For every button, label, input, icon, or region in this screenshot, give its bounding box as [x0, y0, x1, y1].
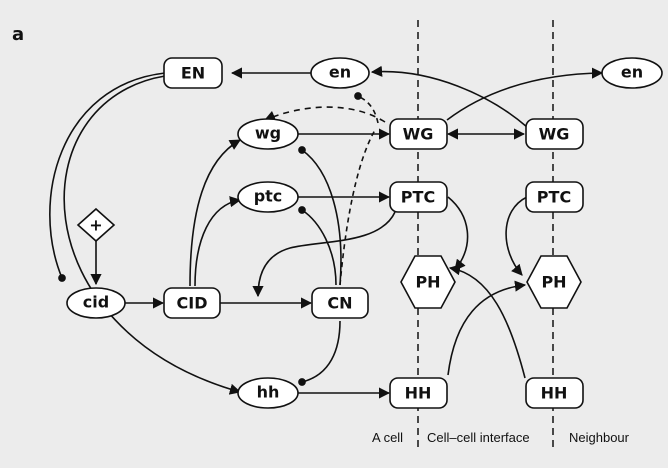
node-WG-cell: WG	[403, 125, 434, 144]
edge-CID-to-wg	[189, 139, 241, 287]
node-PTC2-box	[525, 181, 584, 213]
node-CID-box	[163, 287, 221, 319]
node-PTC-neighbour: PTC	[537, 188, 571, 207]
node-en-neighbour-ellipse	[601, 57, 663, 89]
edge-CID-to-ptc	[194, 196, 242, 287]
region-a-cell: A cell	[372, 430, 403, 445]
node-en-neighbour: en	[621, 63, 643, 82]
edge-PTC1-to-PH1	[447, 196, 469, 271]
edge-WG2-to-en	[370, 65, 528, 128]
edge-EN-to-hh	[63, 75, 242, 395]
node-CN: CN	[327, 294, 352, 313]
node-WG2-box	[525, 118, 584, 150]
node-en-ellipse	[310, 57, 370, 89]
node-cid-ellipse	[66, 287, 126, 319]
edge-CN-to-wg	[298, 146, 342, 286]
node-CN-box	[311, 287, 369, 319]
edge-HH2-to-PH1	[448, 264, 526, 379]
node-labels: EN en en wg WG WG ptc PTC PTC PH PH + ci…	[83, 63, 643, 403]
edge-WG1-to-en-neighbour	[446, 67, 604, 121]
region-labels: A cell Cell–cell interface Neighbour	[372, 430, 630, 445]
node-PH-neighbour: PH	[541, 273, 566, 292]
edge-WG-to-wg-dashed	[263, 106, 386, 123]
node-PH-cell: PH	[415, 273, 440, 292]
edge-EN-to-cid	[49, 72, 166, 282]
node-EN-box	[163, 57, 223, 89]
node-hh-ellipse	[237, 377, 299, 409]
node-en: en	[329, 63, 351, 82]
edges	[49, 65, 604, 399]
edge-HH1-to-PH2	[447, 280, 527, 376]
node-HH-neighbour: HH	[541, 384, 568, 403]
node-PTC-cell: PTC	[401, 188, 435, 207]
node-PH2-hex	[526, 255, 582, 309]
edge-CN-to-WG-dashed	[339, 129, 376, 286]
region-interface: Cell–cell interface	[427, 430, 530, 445]
node-HH1-box	[389, 377, 448, 409]
node-PH1-hex	[400, 255, 456, 309]
edge-PTC2-to-PH2	[505, 196, 528, 276]
node-cid: cid	[83, 293, 109, 312]
edge-CN-to-ptc	[298, 206, 337, 286]
node-ptc: ptc	[254, 187, 283, 206]
node-PTC1-box	[389, 181, 448, 213]
edge-PTC-to-CID-CN	[252, 211, 396, 298]
node-EN: EN	[181, 64, 205, 83]
edge-dashed-dot	[354, 92, 379, 124]
node-hh: hh	[257, 383, 280, 402]
panel-label: a	[12, 24, 24, 45]
node-wg-ellipse	[237, 118, 299, 150]
region-neighbour: Neighbour	[569, 430, 630, 445]
node-plus-diamond	[76, 207, 116, 243]
edge-CN-to-hh	[298, 320, 341, 386]
node-CID: CID	[177, 294, 208, 313]
node-wg: wg	[255, 124, 281, 143]
node-HH2-box	[525, 377, 584, 409]
node-shapes	[66, 57, 663, 409]
node-HH-cell: HH	[405, 384, 432, 403]
node-ptc-ellipse	[237, 181, 299, 213]
node-WG-neighbour: WG	[539, 125, 570, 144]
node-WG1-box	[389, 118, 448, 150]
node-plus: +	[89, 216, 102, 235]
